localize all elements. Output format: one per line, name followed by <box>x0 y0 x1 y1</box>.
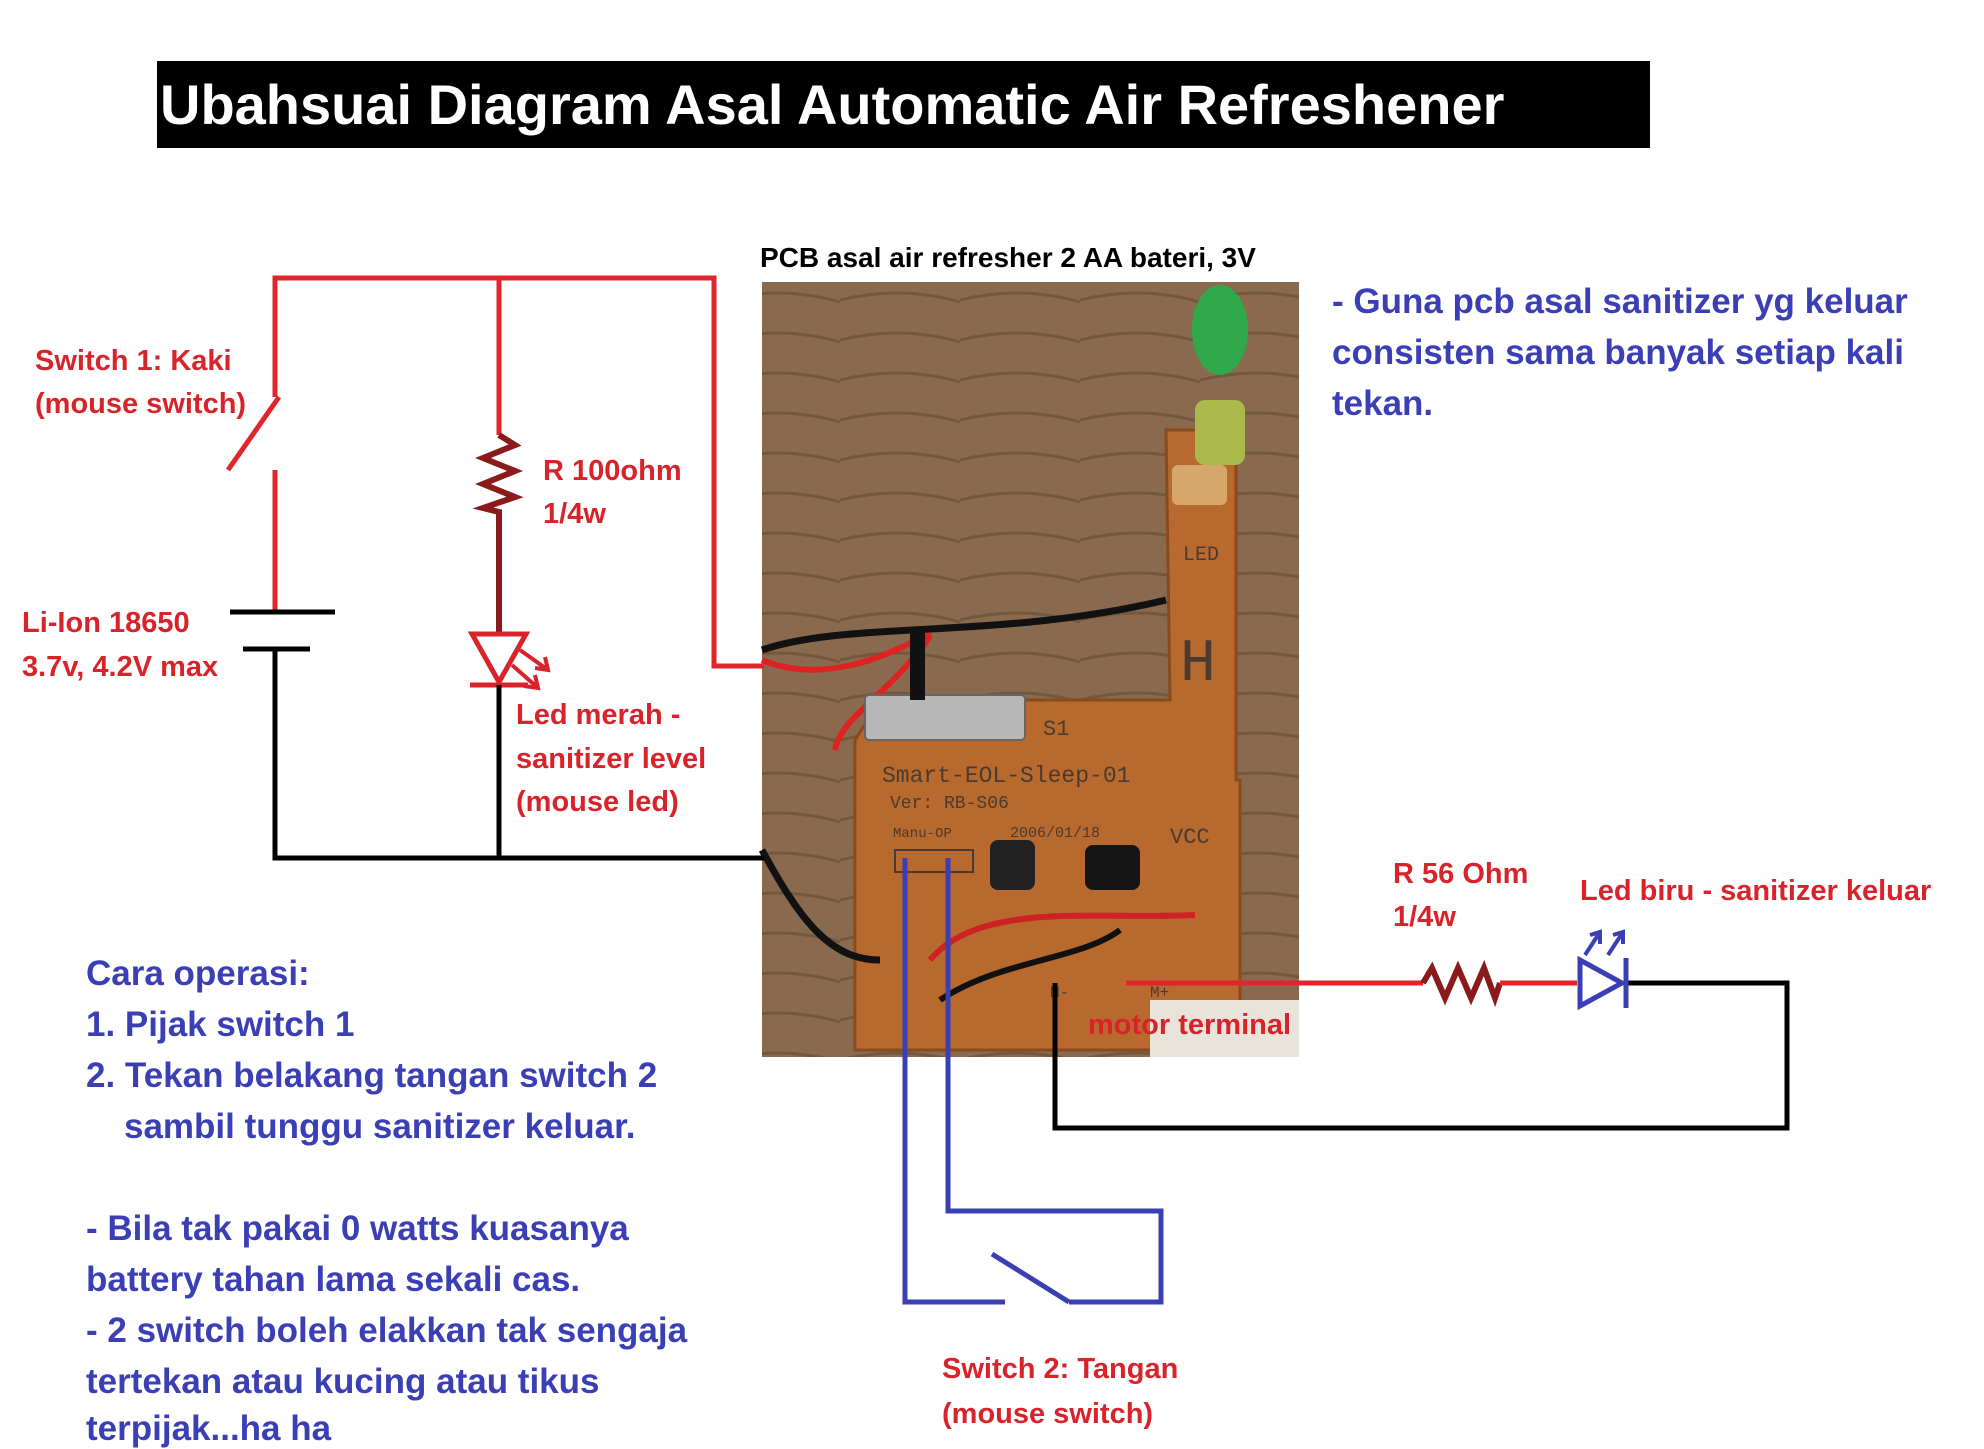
pcb-label-vcc: VCC <box>1170 825 1210 850</box>
led-red-sublabel-2: (mouse led) <box>516 786 679 818</box>
operation-note-5: terpijak...ha ha <box>86 1409 332 1448</box>
pcb-label-m-plus: M+ <box>1150 984 1169 1002</box>
pcb-label-manu: Manu-OP <box>893 826 952 842</box>
motor-wire <box>1126 959 1577 1008</box>
pcb-label-led: LED <box>1183 544 1219 567</box>
operation-note-3: - 2 switch boleh elakkan tak sengaja <box>86 1311 688 1350</box>
operation-step-1: 1. Pijak switch 1 <box>86 1005 354 1044</box>
pcb-label-s1: S1 <box>1043 717 1069 742</box>
led-red-symbol <box>467 631 551 691</box>
battery-sublabel: 3.7v, 4.2V max <box>22 651 218 683</box>
motor-terminal-label: motor terminal <box>1088 1009 1291 1041</box>
page-title: Ubahsuai Diagram Asal Automatic Air Refr… <box>160 73 1504 136</box>
negative-wire <box>272 649 1790 1131</box>
r2-sublabel: 1/4w <box>1393 901 1456 933</box>
led-red-sublabel-1: sanitizer level <box>516 743 706 775</box>
r2-label: R 56 Ohm <box>1393 858 1528 890</box>
operation-note-2: battery tahan lama sekali cas. <box>86 1260 580 1299</box>
title-bar <box>157 61 1650 148</box>
switch2-sublabel: (mouse switch) <box>942 1398 1153 1430</box>
pcb-label-model: Smart-EOL-Sleep-01 <box>882 763 1130 789</box>
switch2-wire <box>902 858 1164 1305</box>
positive-wire <box>225 275 764 669</box>
battery-symbol <box>230 609 335 652</box>
pcb-label-ver: Ver: RB-S06 <box>890 794 1009 814</box>
led-red-label: Led merah - <box>516 699 680 731</box>
operation-note-4: tertekan atau kucing atau tikus <box>86 1362 599 1401</box>
led-blue-label: Led biru - sanitizer keluar <box>1580 875 1931 907</box>
r1-sublabel: 1/4w <box>543 498 606 530</box>
note-right-line-3: tekan. <box>1332 384 1433 423</box>
battery-label: Li-Ion 18650 <box>22 607 190 639</box>
operation-step-2: 2. Tekan belakang tangan switch 2 <box>86 1056 657 1095</box>
switch1-sublabel: (mouse switch) <box>35 388 246 420</box>
note-right-line-1: - Guna pcb asal sanitizer yg keluar <box>1332 282 1908 321</box>
r1-label: R 100ohm <box>543 455 682 487</box>
resistor-r1 <box>472 432 524 634</box>
note-right-line-2: consisten sama banyak setiap kali <box>1332 333 1904 372</box>
operation-note-1: - Bila tak pakai 0 watts kuasanya <box>86 1209 629 1248</box>
operation-heading: Cara operasi: <box>86 954 310 993</box>
operation-step-2-cont: sambil tunggu sanitizer keluar. <box>124 1107 636 1146</box>
photo-caption: PCB asal air refresher 2 AA bateri, 3V <box>760 242 1256 273</box>
switch2-label: Switch 2: Tangan <box>942 1353 1178 1385</box>
pcb-photo: LED H S1 Smart-EOL-Sleep-01 Ver: RB-S06 … <box>758 282 1299 1057</box>
switch1-label: Switch 1: Kaki <box>35 345 232 377</box>
pcb-label-date: 2006/01/18 <box>1010 825 1100 842</box>
led-blue-symbol <box>1577 929 1629 1011</box>
pcb-label-h: H <box>1180 631 1216 699</box>
